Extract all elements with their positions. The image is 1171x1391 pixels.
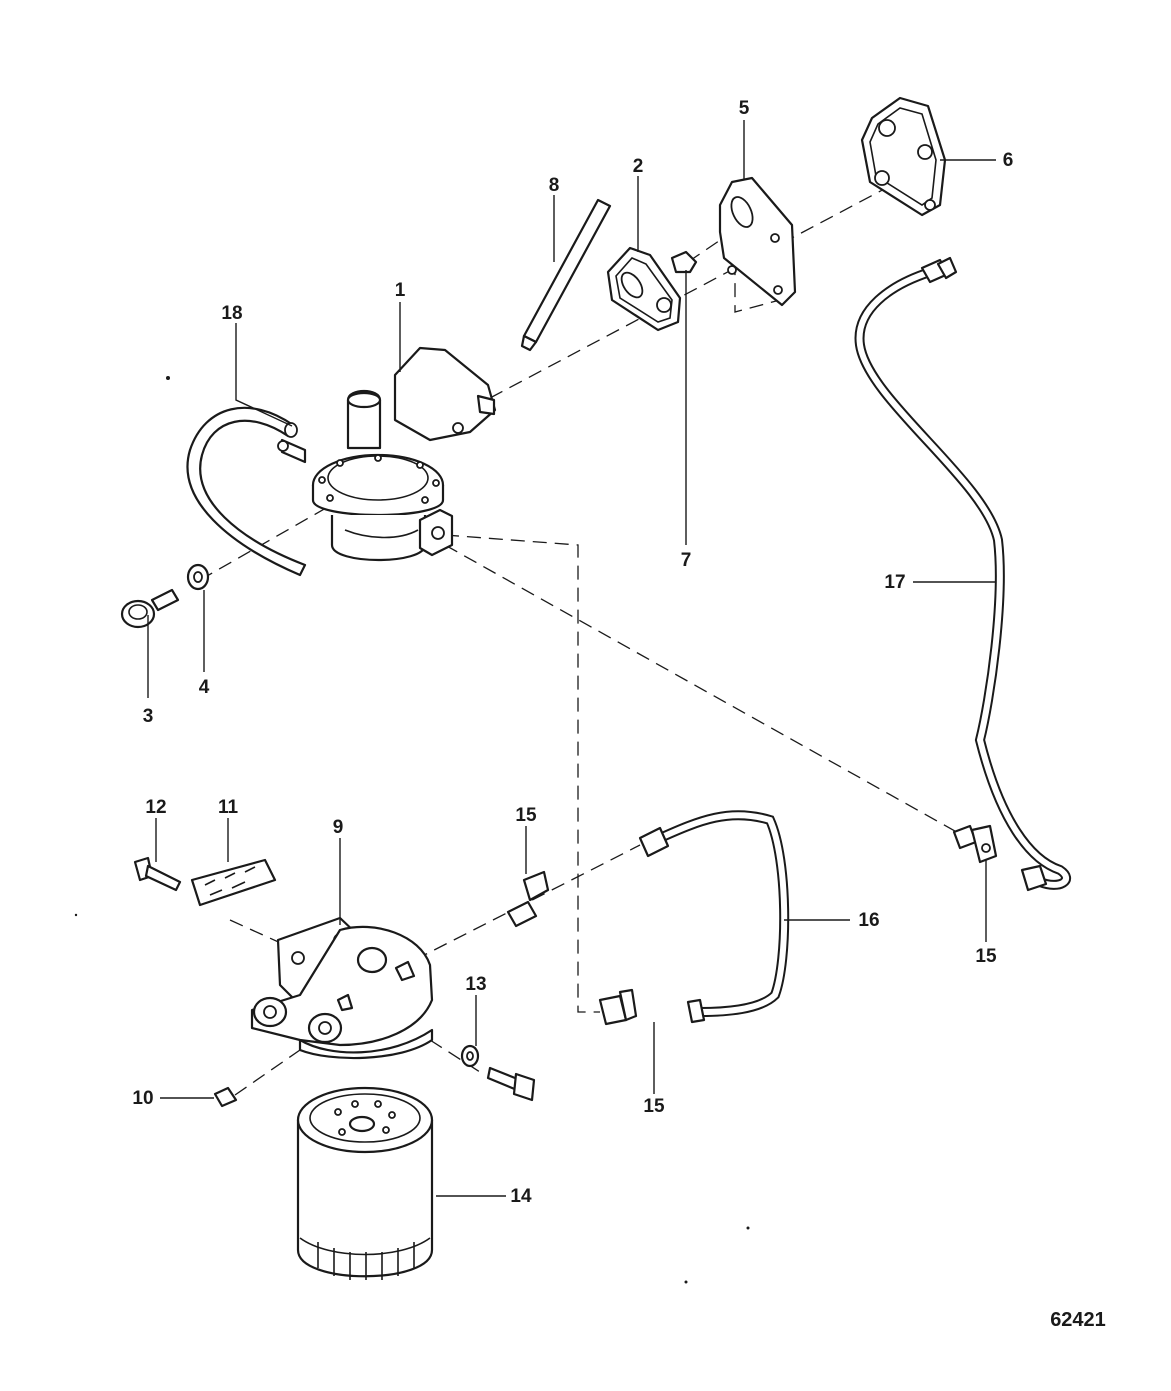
part-15-fitting-b	[952, 824, 998, 864]
callout-15-b: 15	[975, 946, 997, 967]
callout-9: 9	[333, 817, 344, 838]
callout-5: 5	[739, 98, 750, 119]
callout-12: 12	[145, 797, 166, 818]
part-7-screw	[670, 250, 698, 274]
part-15-fitting-c	[598, 988, 638, 1026]
callout-10: 10	[132, 1088, 153, 1109]
part-5-mounting-plate	[718, 176, 797, 307]
part-2-pump-gasket	[606, 246, 682, 332]
part-13-washer	[460, 1044, 480, 1068]
callout-17: 17	[884, 572, 905, 593]
part-3-bolt	[120, 588, 180, 629]
part-8-push-rod	[520, 198, 612, 352]
part-6-gasket	[860, 96, 947, 217]
callout-14: 14	[510, 1186, 532, 1207]
figure-number: 62421	[1050, 1309, 1106, 1331]
leader-lines	[147, 120, 996, 1197]
part-18-fuel-hose	[186, 406, 307, 577]
part-17-fuel-line	[854, 256, 1071, 892]
callout-3: 3	[143, 706, 154, 727]
part-12-bolt	[133, 856, 182, 892]
part-16-fuel-line	[638, 810, 790, 1024]
callout-1: 1	[395, 280, 406, 301]
callout-13: 13	[465, 974, 486, 995]
callout-7: 7	[681, 550, 692, 571]
callout-4: 4	[199, 677, 210, 698]
part-13-bolt	[486, 1066, 536, 1102]
callout-18: 18	[221, 303, 242, 324]
part-11-decal	[190, 858, 277, 907]
callout-11: 11	[218, 797, 239, 818]
part-9-filter-head	[250, 916, 434, 1060]
part-1-fuel-pump	[166, 346, 497, 562]
part-4-washer	[186, 563, 210, 591]
callout-6: 6	[1003, 150, 1014, 171]
part-14-filter-element	[296, 1086, 434, 1280]
callout-16: 16	[858, 910, 879, 931]
part-10-plug	[213, 1086, 238, 1108]
callout-15-a: 15	[515, 805, 537, 826]
callout-numbers: 1 2 3 4 5 6 7 8 9 10 11 12 13 14 15 15 1…	[132, 98, 1013, 1207]
callout-2: 2	[633, 156, 644, 177]
callout-8: 8	[549, 175, 560, 196]
callout-15-c: 15	[643, 1096, 665, 1117]
part-15-fitting-a	[506, 870, 550, 928]
